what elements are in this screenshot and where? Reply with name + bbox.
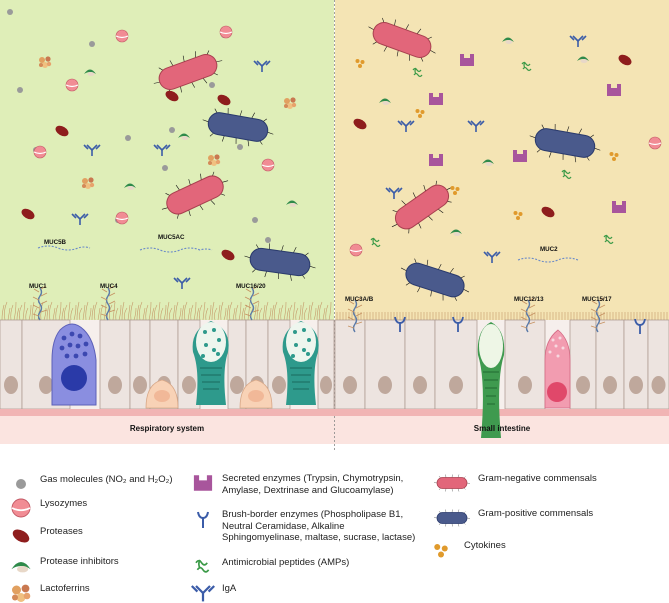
muc1-label: MUC1	[29, 283, 47, 290]
epithelial-cell	[623, 319, 649, 410]
protease-icon	[12, 529, 30, 543]
epithelial-cell	[364, 319, 406, 410]
legend-item-secreted-enzymes: Secreted enzymes (Trypsin, Chymotrypsin,…	[190, 473, 420, 496]
legend-item-gas: Gas molecules (NO₂ and H₂O₂)	[8, 474, 173, 494]
muc5ac-label: MUC5AC	[158, 234, 185, 241]
secreted-mucins	[37, 245, 579, 263]
epithelial-cell	[317, 319, 335, 410]
legend-label: Secreted enzymes (Trypsin, Chymotrypsin,…	[222, 473, 404, 496]
goblet-cell	[477, 322, 505, 438]
epithelial-cell	[434, 319, 478, 410]
intestine-lumen	[335, 0, 669, 320]
goblet-cell	[192, 321, 229, 405]
legend-label: Proteases	[40, 526, 83, 537]
muc15-17-label: MUC15/17	[582, 296, 612, 303]
basal-cell	[145, 379, 273, 409]
legend-item-gram-negative: Gram-negative commensals	[432, 473, 597, 493]
legend-label: Gram-positive commensals	[478, 508, 594, 519]
intestine-label: Small intestine	[474, 424, 531, 433]
epithelial-cell	[0, 319, 23, 410]
amp-icon	[195, 559, 210, 573]
basement-membrane	[0, 409, 669, 416]
cytokine-icon	[434, 544, 448, 558]
epithelial-cell	[99, 319, 131, 410]
muc2-label: MUC2	[540, 246, 558, 253]
legend-label: Lysozymes	[40, 498, 88, 509]
epithelial-cell	[504, 319, 546, 410]
scene-illustration: MUC5B MUC5AC MUC2 MUC1 MUC4 MUC16/20 MUC…	[0, 0, 669, 450]
legend-item-cytokines: Cytokines	[424, 540, 506, 560]
legend-label: Brush-border enzymes (Phospholipase B1, …	[222, 509, 416, 543]
legend-label: Antimicrobial peptides (AMPs)	[222, 557, 350, 568]
iga-icon	[191, 585, 215, 602]
legend-item-brush-border: Brush-border enzymes (Phospholipase B1, …	[190, 509, 420, 544]
brush-border-enzyme-icon	[197, 511, 209, 528]
epithelial-cell	[334, 319, 366, 410]
muc16-20-label: MUC16/20	[236, 283, 266, 290]
protease-inhibitor-icon	[11, 562, 31, 573]
legend-label: Cytokines	[464, 540, 506, 551]
cilia	[1, 301, 668, 321]
legend-item-gram-positive: Gram-positive commensals	[432, 508, 593, 528]
gram-negative-bacterium-icon	[433, 474, 471, 492]
muc3ab-label: MUC3A/B	[345, 296, 374, 303]
legend-item-lactoferrins: Lactoferrins	[8, 583, 90, 603]
legend-label: Gas molecules (NO₂ and H₂O₂)	[40, 474, 173, 485]
luminal-molecules	[7, 9, 662, 290]
gas-molecule-icon	[16, 479, 26, 489]
muc12-13-label: MUC12/13	[514, 296, 544, 303]
epithelial-cell	[647, 319, 669, 410]
muc4-label: MUC4	[100, 283, 118, 290]
legend-label: Lactoferrins	[40, 583, 90, 594]
legend-item-amps: Antimicrobial peptides (AMPs)	[190, 557, 349, 577]
respiratory-label: Respiratory system	[130, 424, 204, 433]
legend-item-lysozymes: Lysozymes	[8, 498, 87, 518]
enteroendocrine-cell	[544, 329, 571, 409]
epithelial-cell	[404, 319, 436, 410]
goblet-cell	[282, 321, 319, 405]
legend-item-proteases: Proteases	[8, 526, 83, 546]
legend-label: Gram-negative commensals	[478, 473, 597, 484]
gram-positive-bacterium-icon	[433, 509, 471, 527]
legend-item-protease-inhibitors: Protease inhibitors	[8, 556, 119, 576]
lactoferrin-icon	[12, 584, 31, 602]
legend-item-iga: IgA	[190, 583, 236, 603]
epithelial-cell	[569, 319, 597, 410]
legend-label: Protease inhibitors	[40, 556, 119, 567]
epithelial-cell	[595, 319, 625, 410]
lysozyme-icon	[11, 498, 31, 518]
club-cell	[51, 323, 97, 406]
legend-label: IgA	[222, 583, 237, 594]
muc5b-label: MUC5B	[44, 239, 67, 246]
secreted-enzyme-icon	[193, 475, 213, 491]
